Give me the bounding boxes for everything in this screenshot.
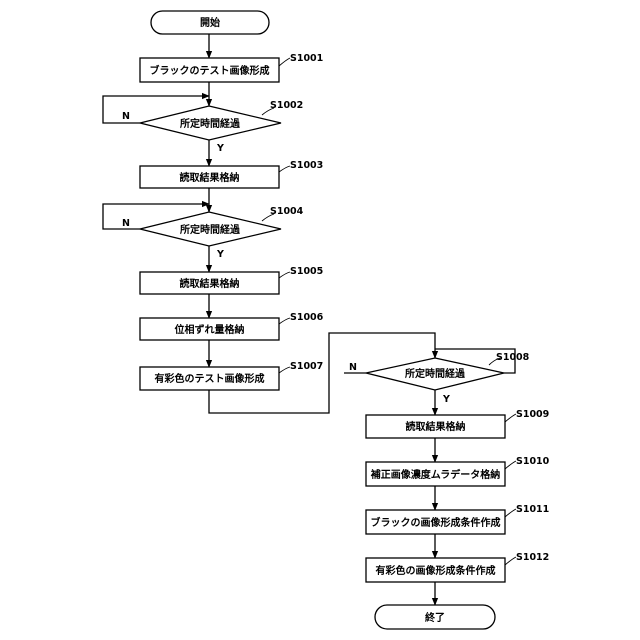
process-label: ブラックのテスト画像形成 [150, 64, 270, 77]
step-id: S1012 [516, 552, 549, 563]
step-id: S1008 [496, 352, 530, 363]
step-id: S1009 [516, 409, 549, 420]
step-id: S1010 [516, 456, 550, 467]
process-s1010: 補正画像濃度ムラデータ格納 S1010 [366, 456, 550, 486]
decision-label: 所定時間経過 [180, 117, 241, 130]
decision-s1002: 所定時間経過 S1002 N Y [122, 100, 303, 154]
step-id: S1001 [290, 53, 323, 64]
end-terminal: 終了 [375, 605, 495, 629]
step-id: S1006 [290, 312, 324, 323]
process-label: 読取結果格納 [180, 171, 240, 184]
start-label: 開始 [200, 16, 220, 29]
decision-label: 所定時間経過 [180, 223, 241, 236]
process-s1009: 読取結果格納 S1009 [366, 409, 549, 438]
process-s1001: ブラックのテスト画像形成 S1001 [140, 53, 323, 82]
process-label: 有彩色の画像形成条件作成 [376, 564, 496, 577]
decision-s1004: 所定時間経過 S1004 N Y [122, 206, 304, 260]
yes-label: Y [216, 143, 224, 154]
process-s1007: 有彩色のテスト画像形成 S1007 [140, 361, 323, 390]
process-label: ブラックの画像形成条件作成 [371, 516, 501, 529]
decision-label: 所定時間経過 [405, 367, 466, 380]
process-label: 補正画像濃度ムラデータ格納 [370, 468, 501, 481]
step-id: S1003 [290, 160, 323, 171]
yes-label: Y [442, 394, 450, 405]
step-id: S1011 [516, 504, 549, 515]
process-s1011: ブラックの画像形成条件作成 S1011 [366, 504, 549, 534]
step-id: S1002 [270, 100, 303, 111]
process-label: 読取結果格納 [406, 420, 466, 433]
process-s1003: 読取結果格納 S1003 [140, 160, 323, 188]
process-label: 位相ずれ量格納 [175, 323, 245, 336]
no-label: N [122, 111, 130, 122]
start-terminal: 開始 [151, 11, 269, 34]
no-label: N [349, 362, 357, 373]
decision-s1008: 所定時間経過 S1008 N Y [349, 352, 530, 405]
step-id: S1005 [290, 266, 323, 277]
yes-label: Y [216, 249, 224, 260]
process-label: 有彩色のテスト画像形成 [155, 372, 265, 385]
end-label: 終了 [425, 611, 445, 624]
step-id: S1004 [270, 206, 304, 217]
no-label: N [122, 218, 130, 229]
process-s1005: 読取結果格納 S1005 [140, 266, 323, 294]
process-label: 読取結果格納 [180, 277, 240, 290]
step-id: S1007 [290, 361, 323, 372]
process-s1006: 位相ずれ量格納 S1006 [140, 312, 324, 340]
process-s1012: 有彩色の画像形成条件作成 S1012 [366, 552, 549, 582]
